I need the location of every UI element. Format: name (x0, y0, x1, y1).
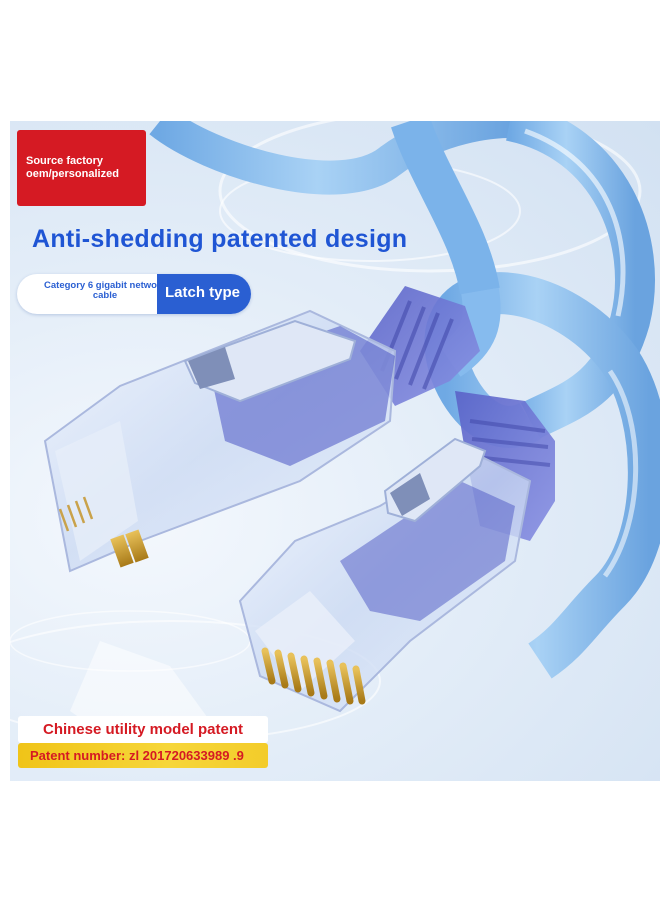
feature-pill: Category 6 gigabit network cable Latch t… (17, 274, 251, 314)
patent-number: Patent number: zl 201720633989 .9 (18, 743, 268, 768)
patent-box: Chinese utility model patent Patent numb… (18, 716, 268, 768)
badge-line-2: oem/personalized (26, 168, 119, 180)
patent-title: Chinese utility model patent (18, 716, 268, 743)
headline: Anti-shedding patented design (32, 225, 408, 253)
ethernet-cable-illustration (10, 121, 660, 746)
pill-cable-category: Category 6 gigabit network cable (44, 280, 166, 301)
product-image: Source factory oem/personalized Anti-she… (10, 121, 660, 781)
pill-latch-type: Latch type (165, 284, 241, 301)
pill-blue-segment (157, 274, 251, 314)
source-factory-badge: Source factory oem/personalized (17, 130, 146, 206)
badge-line-1: Source factory (26, 155, 104, 167)
